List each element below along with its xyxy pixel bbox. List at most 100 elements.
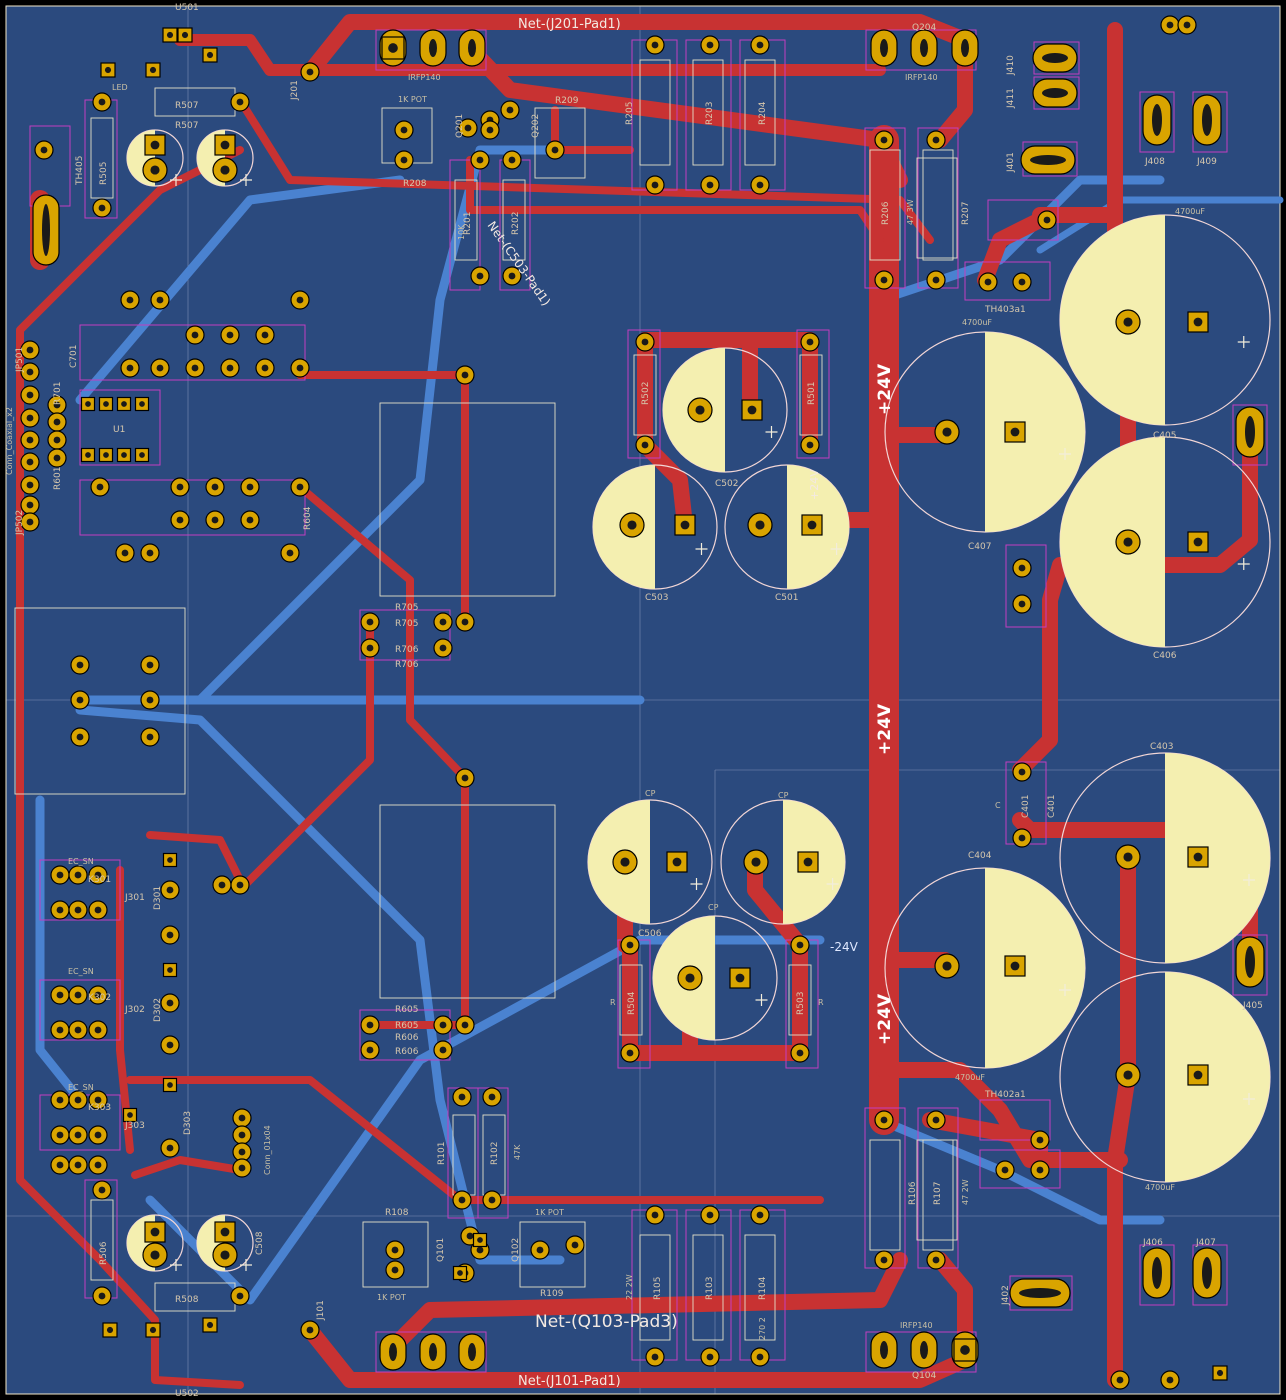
pad-drill <box>191 364 199 372</box>
ref-R107: R107 <box>933 1182 943 1205</box>
pad-drill <box>366 1021 374 1029</box>
pad-drill <box>641 441 649 449</box>
val-10k: 10K <box>457 224 466 240</box>
pad-drill <box>238 1131 246 1139</box>
pad-drill <box>756 1211 764 1219</box>
pad-drill <box>76 733 84 741</box>
pad-drill <box>755 520 765 530</box>
ref-R106: R106 <box>908 1181 918 1205</box>
pad-drill <box>1018 278 1026 286</box>
rail-label-small: +24V <box>808 469 821 500</box>
pad-drill <box>40 146 48 154</box>
val-4700-b: 4700uF <box>962 318 992 327</box>
cap-c504-plus-mark <box>826 878 839 890</box>
ref-R204: R204 <box>758 101 768 125</box>
pad-drill <box>26 481 34 489</box>
val-47-3w: 47 3W <box>906 199 915 225</box>
pad-drill <box>296 296 304 304</box>
ref-R701: R701 <box>53 382 63 405</box>
pad-drill <box>932 136 940 144</box>
fab-outlines <box>14 107 586 1288</box>
ref-R203: R203 <box>705 102 715 125</box>
pad-drill <box>803 857 813 867</box>
pad-drill <box>238 1148 246 1156</box>
pad-drill <box>880 1256 888 1264</box>
ref-R501: R501 <box>807 382 817 405</box>
ref-Q202: Q202 <box>531 114 541 138</box>
pad-drill <box>1018 834 1026 842</box>
ref-R208: R208 <box>403 179 427 189</box>
pad-drill <box>960 1345 970 1355</box>
pad-drill <box>1123 852 1133 862</box>
cap-c507-plus-mark <box>240 174 252 186</box>
pad-drill <box>920 1341 928 1359</box>
pad-drill <box>651 41 659 49</box>
pad-drill <box>286 549 294 557</box>
pad-drill <box>880 39 888 57</box>
val-led: LED <box>112 83 128 92</box>
ref-R206: R206 <box>881 201 891 225</box>
cap-c403-polarity-fill <box>1165 753 1270 963</box>
pad-drill <box>206 51 214 59</box>
pad-drill <box>388 43 398 53</box>
cap-c510-plus-mark <box>170 1259 182 1271</box>
pad-drill <box>166 886 174 894</box>
ref-J401: J401 <box>1006 152 1016 173</box>
val-ec-b: EC_SN <box>68 967 94 976</box>
pad-drill <box>1010 427 1020 437</box>
ref-J303: J303 <box>124 1121 145 1131</box>
pad-drill <box>76 696 84 704</box>
pad-drill <box>53 401 61 409</box>
pad-drill <box>626 1049 634 1057</box>
ref-R604: R604 <box>303 506 313 530</box>
cap-c509-plus-mark <box>170 174 182 186</box>
pad-drill <box>1036 1166 1044 1174</box>
val-4700-d: 4700uF <box>1145 1183 1175 1192</box>
net-label-top: Net-(J201-Pad1) <box>518 17 621 32</box>
cap-c402-plus-mark <box>1243 1093 1255 1105</box>
pad-drill <box>76 661 84 669</box>
pad-drill <box>74 906 82 914</box>
pad-drill <box>150 1227 160 1237</box>
pad-drill <box>429 1343 437 1361</box>
pad-drill <box>536 1246 544 1254</box>
pad-drill <box>94 871 102 879</box>
pad-drill <box>488 1196 496 1204</box>
pad-drill <box>1042 88 1068 98</box>
pad-drill <box>457 1270 463 1276</box>
pad-drill <box>439 644 447 652</box>
pad-drill <box>261 331 269 339</box>
ref-R205: R205 <box>625 102 635 125</box>
pad-drill <box>206 1321 214 1329</box>
val-irfp-c: IRFP140 <box>900 1321 933 1330</box>
pad-drill <box>74 1131 82 1139</box>
ref-J410: J410 <box>1006 55 1016 76</box>
pad-drill <box>98 1292 106 1300</box>
ref-C407: C407 <box>968 542 991 552</box>
pad-drill <box>146 661 154 669</box>
pad-drill <box>508 272 516 280</box>
pad-drill <box>146 733 154 741</box>
pad-drill <box>94 1026 102 1034</box>
ref-D302: D302 <box>153 998 163 1022</box>
ref-U1: U1 <box>113 425 125 435</box>
pad-drill <box>191 331 199 339</box>
pad-drill <box>685 973 695 983</box>
pad-drill <box>85 452 91 458</box>
cap-c402-polarity-fill <box>1165 972 1270 1182</box>
pad-drill <box>439 1021 447 1029</box>
ref-R504: R504 <box>627 991 637 1015</box>
pad-drill <box>306 68 314 76</box>
net-label-q103: Net-(Q103-Pad3) <box>535 1312 678 1332</box>
pad-drill <box>166 31 174 39</box>
pad-drill <box>1245 946 1255 978</box>
pad-drill <box>296 364 304 372</box>
pad-drill <box>439 618 447 626</box>
ref-TH402a1: TH402a1 <box>984 1090 1026 1100</box>
pad-drill <box>461 618 469 626</box>
pad-drill <box>961 39 969 57</box>
pad-drill <box>1166 1376 1174 1384</box>
ref-R202: R202 <box>511 212 521 235</box>
ref-R506: R506 <box>99 1241 109 1265</box>
rail-label-neg: -24V <box>830 940 859 954</box>
